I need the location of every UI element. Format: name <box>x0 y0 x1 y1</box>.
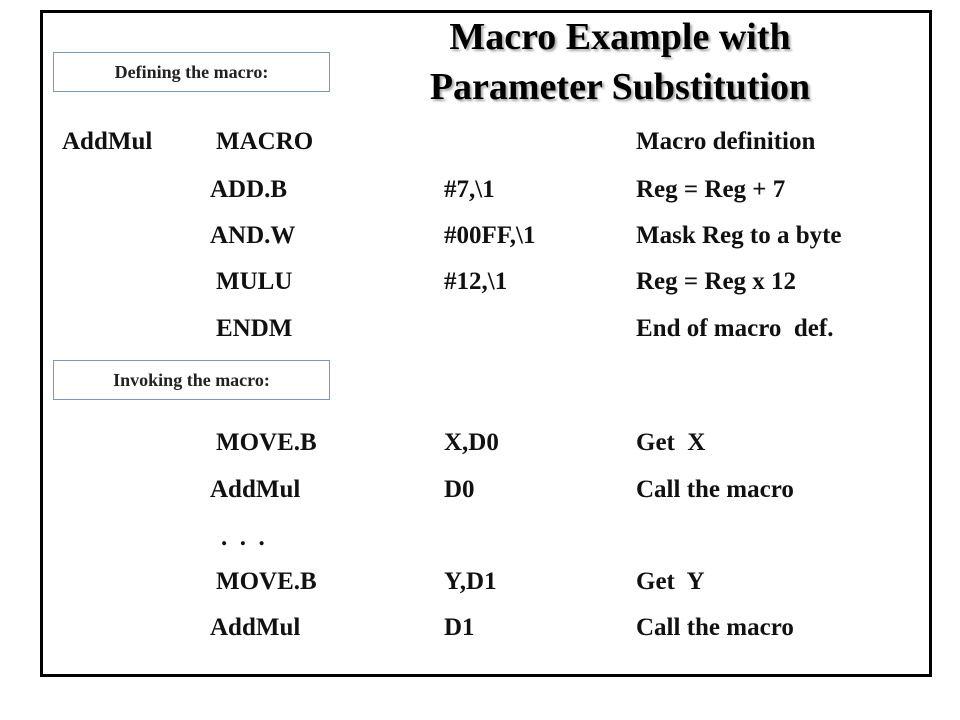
invocation-comment: Get Y <box>636 568 705 595</box>
slide-frame <box>40 10 932 677</box>
invocation-arg: D1 <box>444 614 475 641</box>
invocation-arg: Y,D1 <box>444 568 497 595</box>
definition-comment: Reg = Reg + 7 <box>636 176 786 203</box>
invocation-comment: Call the macro <box>636 476 794 503</box>
definition-comment: Reg = Reg x 12 <box>636 268 797 295</box>
invocation-arg: D0 <box>444 476 475 503</box>
invoking-macro-label: Invoking the macro: <box>53 360 330 400</box>
definition-arg: #12,\1 <box>444 268 508 295</box>
invocation-op: MOVE.B <box>216 429 317 456</box>
definition-op: ENDM <box>216 315 293 342</box>
macro-directive: MACRO <box>216 128 314 155</box>
title-line-1: Macro Example with <box>449 16 791 58</box>
slide-title: Macro Example with Parameter Substitutio… <box>340 12 900 112</box>
definition-comment: Mask Reg to a byte <box>636 222 842 249</box>
ellipsis: . . . <box>221 524 265 551</box>
definition-arg: #7,\1 <box>444 176 495 203</box>
invocation-arg: X,D0 <box>444 429 499 456</box>
definition-arg: #00FF,\1 <box>444 222 536 249</box>
invocation-comment: Get X <box>636 429 706 456</box>
defining-macro-label: Defining the macro: <box>53 52 330 92</box>
definition-comment: End of macro def. <box>636 315 834 342</box>
macro-name: AddMul <box>62 128 153 155</box>
invocation-op: AddMul <box>210 614 301 641</box>
definition-op: ADD.B <box>210 176 288 203</box>
title-line-2: Parameter Substitution <box>429 66 811 108</box>
invocation-comment: Call the macro <box>636 614 794 641</box>
definition-op: AND.W <box>210 222 296 249</box>
definition-op: MULU <box>216 268 293 295</box>
invocation-op: AddMul <box>210 476 301 503</box>
macro-directive-comment: Macro definition <box>636 128 816 155</box>
invocation-op: MOVE.B <box>216 568 317 595</box>
